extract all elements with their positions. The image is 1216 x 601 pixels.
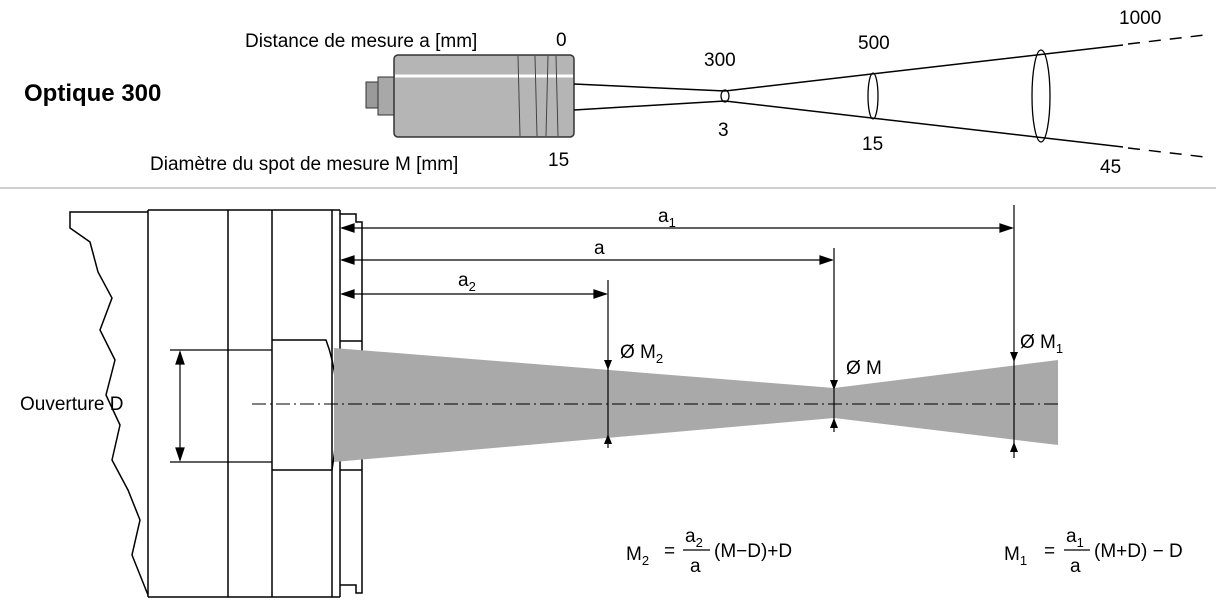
bottom-diagram: Ouverture D a1 a a2 (20, 205, 1063, 598)
distance-500: 500 (858, 33, 890, 54)
sensor-body (365, 54, 575, 138)
spot-3: 3 (718, 120, 729, 141)
distance-1000: 1000 (1119, 8, 1161, 29)
formula-m1-eq: = (1044, 541, 1055, 562)
m1-arrow-top (1010, 352, 1018, 362)
spot-45: 45 (1100, 157, 1121, 178)
formula-m1-den: a (1070, 556, 1081, 577)
a2-label: a2 (458, 270, 476, 294)
m1-arrow-bottom (1010, 442, 1018, 452)
formula-m2-rest: (M−D)+D (714, 541, 792, 562)
spot-15-start: 15 (548, 150, 569, 171)
distance-300: 300 (704, 50, 736, 71)
formula-m2-lhs: M2 (626, 544, 649, 568)
aperture-label: Ouverture D (20, 394, 123, 415)
m1-label: Ø M1 (1020, 332, 1063, 356)
distance-label: Distance de mesure a [mm] (245, 31, 477, 52)
m-arrow-bottom (830, 418, 838, 428)
spot-15: 15 (862, 134, 883, 155)
formula-m2-num: a2 (685, 526, 703, 550)
a1-label: a1 (658, 206, 676, 230)
optics-title: Optique 300 (24, 80, 161, 107)
formula-m2: M2 = a2 a (M−D)+D (626, 526, 792, 577)
top-diagram: Optique 300 Distance de mesure a [mm] Di… (24, 8, 1206, 178)
m2-label: Ø M2 (620, 342, 663, 366)
formula-m2-den: a (690, 556, 701, 577)
a-label: a (594, 238, 605, 259)
distance-0: 0 (556, 30, 567, 51)
spot-label: Diamètre du spot de mesure M [mm] (150, 154, 458, 175)
aperture-dimension (170, 349, 272, 463)
beam-outline (573, 34, 1206, 158)
m-arrow-top (830, 380, 838, 390)
formula-m1-num: a1 (1066, 526, 1084, 550)
formula-m2-eq: = (664, 541, 675, 562)
m-label: Ø M (846, 358, 882, 379)
m2-arrow-bottom (604, 434, 612, 444)
formula-m1-lhs: M1 (1004, 544, 1027, 568)
beam-shape (334, 348, 1058, 462)
formula-m1: M1 = a1 a (M+D) − D (1004, 526, 1183, 577)
m2-arrow-top (604, 360, 612, 370)
formula-m1-rest: (M+D) − D (1094, 541, 1183, 562)
